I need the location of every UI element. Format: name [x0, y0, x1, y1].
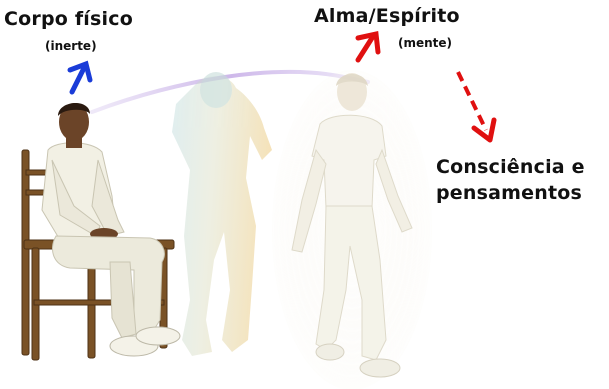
seated-physical-body [21, 102, 181, 361]
consciousness-label-line1: Consciência e [436, 156, 585, 178]
physical-body-state-label: (inerte) [45, 39, 97, 53]
arrow-up-right-icon [355, 30, 381, 63]
soul-spirit-label: Alma/Espírito [314, 5, 460, 27]
dashed-arrow-down-right-icon [456, 71, 497, 143]
physical-legs [52, 235, 165, 337]
soul-head [337, 73, 367, 111]
physical-body-label: Corpo físico [4, 8, 133, 30]
physical-head [59, 103, 89, 141]
arrow-up-right-icon [67, 60, 93, 95]
consciousness-label-line2: pensamentos [436, 182, 582, 204]
walking-soul-body [272, 70, 432, 389]
soul-spirit-state-label: (mente) [398, 36, 453, 50]
astral-body-in-transition [172, 72, 272, 356]
soul-legs [315, 205, 387, 361]
